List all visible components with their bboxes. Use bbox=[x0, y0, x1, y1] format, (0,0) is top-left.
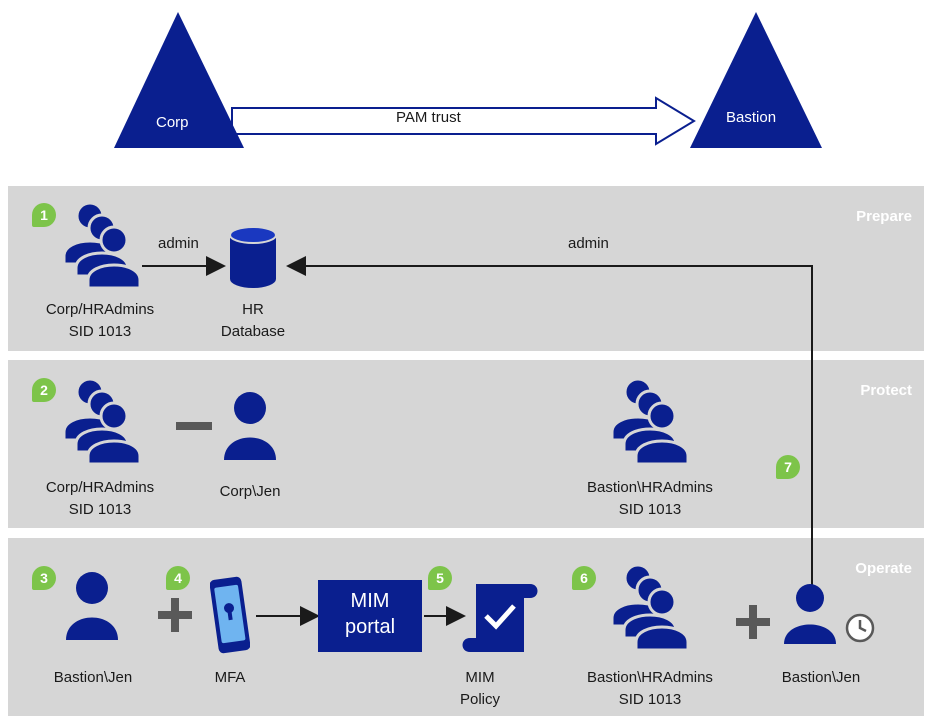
step-badge-6: 6 bbox=[572, 566, 596, 590]
return-admin-path bbox=[286, 256, 813, 590]
step-badge-3: 3 bbox=[32, 566, 56, 590]
prepare-admin-label: admin bbox=[158, 235, 199, 252]
user-icon bbox=[224, 392, 276, 460]
bastion-label: Bastion bbox=[726, 109, 777, 126]
operate-title: Operate bbox=[855, 560, 912, 577]
policy-scroll-icon bbox=[462, 584, 538, 652]
protect-title: Protect bbox=[860, 382, 912, 399]
plus-operator-v bbox=[171, 598, 179, 632]
plus-operator2-v bbox=[749, 605, 757, 639]
user-icon bbox=[784, 584, 836, 644]
step-badge-7: 7 bbox=[776, 455, 800, 479]
final-user-name: Bastion\Jen bbox=[781, 669, 861, 686]
step-badge-5: 5 bbox=[428, 566, 452, 590]
pam-trust-arrow bbox=[231, 96, 696, 146]
operate-group-name: Bastion\HRAdmins bbox=[587, 669, 713, 686]
database-icon bbox=[229, 226, 277, 288]
step-badge-1: 1 bbox=[32, 203, 56, 227]
protect-group-sid: SID 1013 bbox=[68, 501, 132, 518]
operate-band: Operate bbox=[8, 538, 924, 716]
protect-bastion-sid: SID 1013 bbox=[618, 501, 682, 518]
clock-icon bbox=[845, 613, 875, 643]
prepare-title: Prepare bbox=[856, 208, 912, 225]
step-badge-2: 2 bbox=[32, 378, 56, 402]
mim-portal-line2: portal bbox=[344, 616, 396, 638]
return-admin-label: admin bbox=[568, 235, 609, 252]
corp-label: Corp bbox=[156, 114, 189, 131]
prepare-band: Prepare bbox=[8, 186, 924, 351]
operate-group-sid: SID 1013 bbox=[618, 691, 682, 708]
db-label-line2: Database bbox=[220, 323, 286, 340]
protect-user-name: Corp\Jen bbox=[219, 483, 281, 500]
protect-band: Protect bbox=[8, 360, 924, 528]
prepare-group-sid: SID 1013 bbox=[68, 323, 132, 340]
mim-policy-line1: MIM bbox=[465, 669, 495, 686]
prepare-group-name: Corp/HRAdmins bbox=[45, 301, 155, 318]
mim-portal-line1: MIM bbox=[350, 590, 390, 612]
mfa-label: MFA bbox=[214, 669, 246, 686]
user-group-icon bbox=[62, 201, 142, 290]
minus-operator bbox=[176, 422, 212, 430]
step-badge-4: 4 bbox=[166, 566, 190, 590]
user-group-icon bbox=[62, 377, 142, 466]
protect-group-name: Corp/HRAdmins bbox=[45, 479, 155, 496]
protect-bastion-group: Bastion\HRAdmins bbox=[587, 479, 713, 496]
bastion-group-icon bbox=[610, 377, 690, 466]
operate-user-name: Bastion\Jen bbox=[53, 669, 133, 686]
corp-triangle bbox=[114, 12, 244, 148]
bastion-triangle bbox=[690, 12, 822, 148]
mim-portal-box: MIM portal bbox=[318, 580, 422, 652]
bastion-group-icon bbox=[610, 563, 690, 652]
mfa-phone-icon bbox=[210, 576, 250, 654]
pam-trust-label: PAM trust bbox=[396, 109, 461, 126]
db-label-line1: HR bbox=[242, 301, 264, 318]
user-icon bbox=[66, 572, 118, 640]
mim-policy-line2: Policy bbox=[459, 691, 500, 708]
